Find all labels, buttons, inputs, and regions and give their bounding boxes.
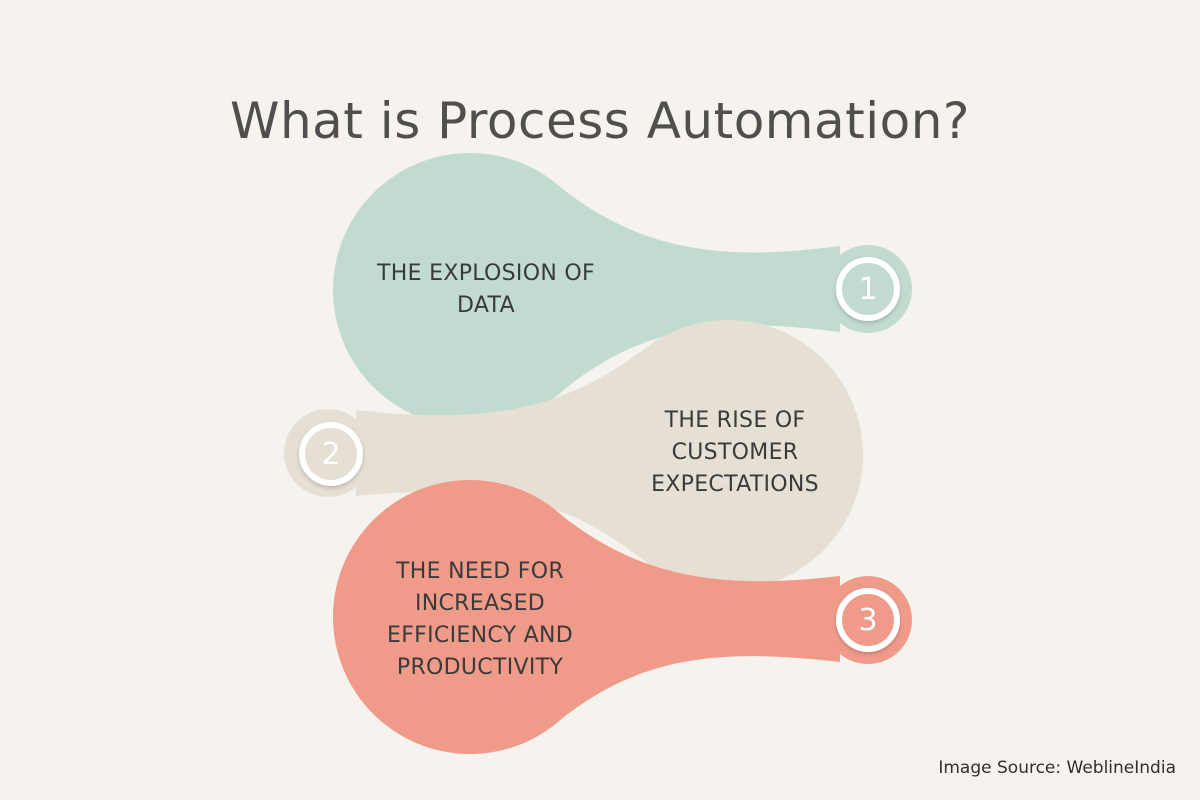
page-title: What is Process Automation? [230, 91, 970, 150]
number-badge-2: 2 [299, 422, 363, 486]
item-2-label: THE RISE OF CUSTOMER EXPECTATIONS [605, 405, 865, 501]
item-2-label-line: EXPECTATIONS [651, 472, 819, 497]
number-badge-3: 3 [836, 588, 900, 652]
number-2: 2 [321, 436, 341, 472]
number-3: 3 [858, 602, 878, 638]
item-2-label-line: THE RISE OF [664, 408, 806, 433]
item-3-label-line: PRODUCTIVITY [396, 655, 564, 680]
item-3-label-line: EFFICIENCY AND [387, 623, 573, 648]
item-3-label-line: INCREASED [414, 591, 546, 616]
number-1: 1 [858, 271, 878, 307]
number-badge-1: 1 [836, 257, 900, 321]
item-3-label: THE NEED FOR INCREASED EFFICIENCY AND PR… [350, 556, 610, 684]
item-1-label-line: DATA [457, 293, 515, 318]
item-3-label-line: THE NEED FOR [396, 559, 564, 584]
image-source-credit: Image Source: WeblineIndia [938, 758, 1176, 778]
item-2-label-line: CUSTOMER [671, 440, 799, 465]
item-1-label: THE EXPLOSION OF DATA [356, 258, 616, 322]
item-1-label-line: THE EXPLOSION OF [377, 261, 595, 286]
